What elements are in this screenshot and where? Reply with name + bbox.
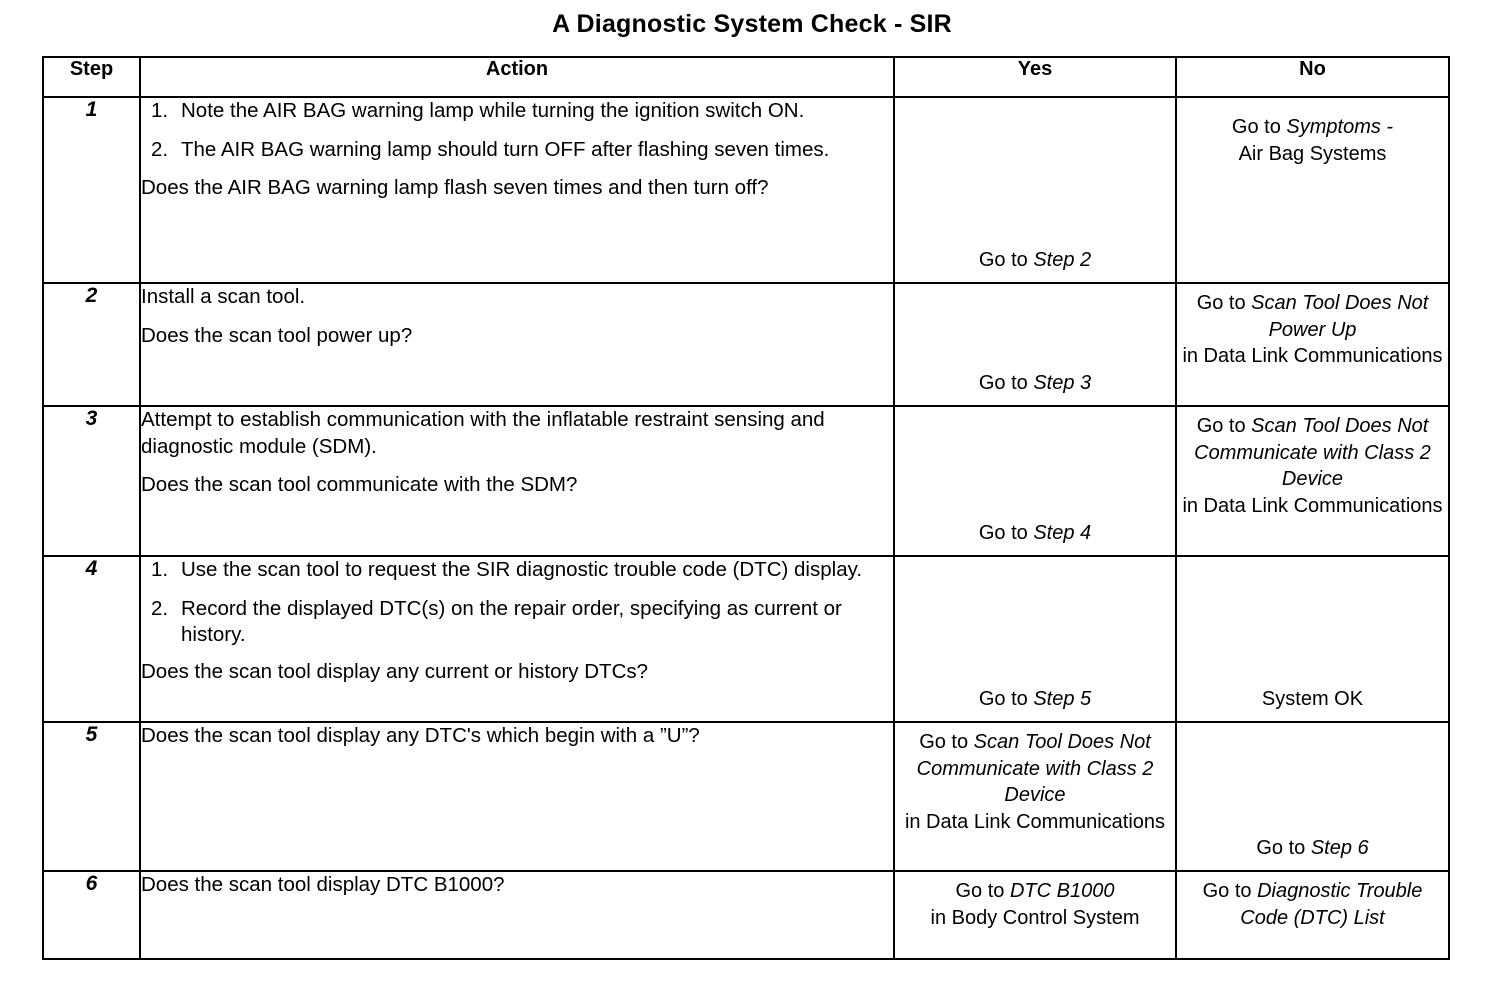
yes-branch-text: Go to DTC B1000 in Body Control System [895,878,1175,931]
branch-lead: Go to [955,880,1010,902]
table-row: 1 1. Note the AIR BAG warning lamp while … [42,96,1450,284]
action-cell: 1. Note the AIR BAG warning lamp while tu… [139,96,895,284]
step-number: 6 [42,870,141,960]
branch-lead: Go to [978,522,1034,545]
no-branch-text: Go to Scan Tool Does Not Communicate wit… [1177,413,1448,519]
table-row: 5 Does the scan tool display any DTC's w… [42,721,1450,872]
column-header-action: Action [139,56,895,98]
list-item-number: 1. [151,99,169,122]
branch-lead: Go to [978,249,1034,272]
no-branch-cell: System OK [1175,555,1450,723]
branch-lead: Go to [978,372,1034,395]
branch-lead: Go to [1196,415,1252,437]
action-line: Install a scan tool. [141,285,306,308]
branch-lead: Go to [1231,116,1287,138]
list-item-text: The AIR BAG warning lamp should turn OFF… [181,137,830,161]
yes-branch-cell: Go to Step 2 [893,96,1177,284]
branch-emphasis: Diagnostic Trouble Code (DTC) List [1240,880,1423,929]
branch-lead: Go to [1196,292,1252,314]
branch-trail: in Data Link Communications [904,810,1166,833]
action-question: Does the AIR BAG warning lamp flash seve… [141,176,769,200]
branch-lead: Go to [978,688,1034,711]
table-row: 4 1. Use the scan tool to request the SIR… [42,555,1450,723]
branch-trail: in Data Link Communications [1182,494,1443,517]
diagnostic-system-check-table: Step Action Yes No 1 1. Note the AIR BAG … [42,56,1450,960]
yes-branch-cell: Go to Scan Tool Does Not Communicate wit… [893,721,1177,872]
yes-branch-cell: Go to DTC B1000 in Body Control System [893,870,1177,960]
branch-emphasis: Step 6 [1310,837,1369,860]
branch-emphasis: Scan Tool Does Not Communicate with Clas… [1194,415,1431,491]
yes-branch-text: Go to Step 3 [901,370,1169,397]
branch-emphasis: DTC B1000 [1009,880,1115,902]
branch-emphasis: Step 3 [1033,372,1092,395]
list-item-text: Use the scan tool to request the SIR dia… [181,558,863,581]
yes-branch-cell: Go to Step 4 [893,405,1177,557]
action-question: Does the scan tool display any current o… [141,659,649,683]
list-item-text: Record the displayed DTC(s) on the repai… [181,596,842,647]
table-row: 2 Install a scan tool. Does the scan too… [42,282,1450,407]
branch-lead: Go to [919,731,974,753]
branch-emphasis: Symptoms - [1286,116,1394,138]
table-header-row: Step Action Yes No [42,56,1450,98]
no-branch-text: Go to Scan Tool Does Not Power Up in Data… [1177,290,1448,370]
list-item-text: Note the AIR BAG warning lamp while turn… [181,99,805,122]
action-cell: 1. Use the scan tool to request the SIR d… [139,555,895,723]
step-number: 3 [42,405,141,557]
yes-branch-text: Go to Step 4 [901,520,1169,547]
branch-emphasis: Scan Tool Does Not Communicate with Clas… [916,731,1154,807]
no-branch-cell: Go to Scan Tool Does Not Power Up in Data… [1175,282,1450,407]
yes-branch-text: Go to Scan Tool Does Not Communicate wit… [895,729,1175,835]
no-branch-text: System OK [1261,688,1364,711]
yes-branch-text: Go to Step 2 [901,247,1169,274]
column-header-step: Step [42,56,141,98]
step-number: 4 [42,555,141,723]
list-item: 2. Record the displayed DTC(s) on the rep… [141,596,893,649]
list-item: 2. The AIR BAG warning lamp should turn O… [141,137,893,164]
step-number: 2 [42,282,141,407]
table-row: 3 Attempt to establish communication wit… [42,405,1450,557]
action-question: Does the scan tool display any DTC's whi… [141,724,700,747]
column-header-yes: Yes [893,56,1177,98]
action-cell: Attempt to establish communication with … [139,405,895,557]
action-step-list: 1. Use the scan tool to request the SIR d… [141,557,893,649]
branch-trail: in Data Link Communications [1182,345,1443,368]
branch-emphasis: Scan Tool Does Not Power Up [1251,292,1429,341]
yes-branch-cell: Go to Step 3 [893,282,1177,407]
step-number: 5 [42,721,141,872]
column-header-no: No [1175,56,1450,98]
branch-trail: Air Bag Systems [1238,142,1387,165]
branch-emphasis: Step 4 [1033,522,1092,545]
list-item: 1. Use the scan tool to request the SIR d… [141,557,893,584]
branch-lead: Go to [1202,880,1258,902]
action-question: Does the scan tool display DTC B1000? [141,873,505,896]
branch-lead: Go to [1256,837,1311,860]
list-item: 1. Note the AIR BAG warning lamp while tu… [141,98,893,125]
no-branch-text: Go to Symptoms - Air Bag Systems [1177,114,1448,167]
yes-branch-cell: Go to Step 5 [893,555,1177,723]
list-item-number: 2. [151,596,169,620]
no-branch-text: Go to Diagnostic Trouble Code (DTC) List [1177,878,1448,931]
no-branch-cell: Go to Diagnostic Trouble Code (DTC) List [1175,870,1450,960]
yes-branch-text: Go to Step 5 [901,686,1169,713]
no-branch-cell: Go to Scan Tool Does Not Communicate wit… [1175,405,1450,557]
action-line: Attempt to establish communication with … [141,408,825,458]
list-item-number: 1. [151,558,169,581]
action-cell: Does the scan tool display DTC B1000? [139,870,895,960]
branch-trail: in Body Control System [930,906,1140,929]
branch-emphasis: Step 5 [1033,688,1092,711]
no-branch-text: Go to Step 6 [1183,835,1442,862]
no-branch-cell: Go to Symptoms - Air Bag Systems [1175,96,1450,284]
no-branch-cell: Go to Step 6 [1175,721,1450,872]
action-question: Does the scan tool communicate with the … [141,473,578,497]
action-cell: Install a scan tool. Does the scan tool … [139,282,895,407]
step-number: 1 [42,96,141,284]
branch-emphasis: Step 2 [1033,249,1092,272]
action-step-list: 1. Note the AIR BAG warning lamp while tu… [141,98,893,163]
action-cell: Does the scan tool display any DTC's whi… [139,721,895,872]
action-question: Does the scan tool power up? [141,323,413,347]
list-item-number: 2. [151,137,169,161]
page-title: A Diagnostic System Check - SIR [552,10,952,38]
table-row: 6 Does the scan tool display DTC B1000? … [42,870,1450,960]
